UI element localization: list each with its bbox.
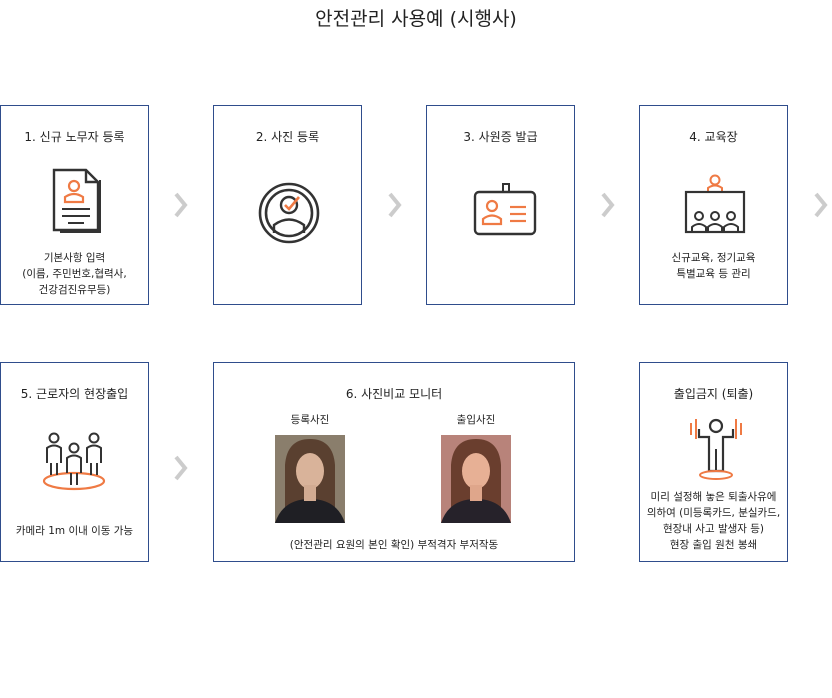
chevron-right-icon xyxy=(174,192,188,218)
registered-photo xyxy=(275,435,345,523)
step-desc-6: (안전관리 요원의 본인 확인) 부적격자 부저작동 xyxy=(289,539,499,551)
chevron-right-icon xyxy=(388,192,402,218)
step-box-5: 5. 근로자의 현장출입 카메라 1m 이내 이동 가능 xyxy=(0,362,149,562)
step-title-6: 6. 사진비교 모니터 xyxy=(345,387,443,401)
photo-registration-icon xyxy=(258,182,320,244)
classroom-icon xyxy=(684,174,746,234)
chevron-right-icon xyxy=(814,192,828,218)
entry-ban-icon xyxy=(690,418,742,480)
step-title-5: 5. 근로자의 현장출입 xyxy=(20,387,129,401)
step-box-4: 4. 교육장 신규교육, 정기교육 특별교육 등 관리 xyxy=(639,105,788,305)
step-box-6: 6. 사진비교 모니터 등록사진 출입사진 (안전관리 요원의 본인 확인) 부… xyxy=(213,362,575,562)
step-title-7: 출입금지 (퇴출) xyxy=(673,387,754,401)
step-desc-5: 카메라 1m 이내 이동 가능 xyxy=(15,525,134,537)
step-box-2: 2. 사진 등록 xyxy=(213,105,362,305)
step-box-7: 출입금지 (퇴출) 미리 설정해 놓은 퇴출사유에 의하여 (미등록카드, 분실… xyxy=(639,362,788,562)
step-box-3: 3. 사원증 발급 xyxy=(426,105,575,305)
step-title-3: 3. 사원증 발급 xyxy=(463,130,538,144)
registration-document-icon xyxy=(52,168,101,233)
chevron-right-icon xyxy=(174,455,188,481)
step-title-4: 4. 교육장 xyxy=(689,130,738,144)
entry-photo xyxy=(441,435,511,523)
step-box-1: 1. 신규 노무자 등록 기본사항 입력 (이름, 주민번호,협력사, 건강검진… xyxy=(0,105,149,305)
chevron-right-icon xyxy=(601,192,615,218)
step-desc-4: 신규교육, 정기교육 특별교육 등 관리 xyxy=(671,252,756,280)
entry-photo-label: 출입사진 xyxy=(456,414,496,426)
page-title: 안전관리 사용예 (시행사) xyxy=(315,8,517,30)
employee-id-card-icon xyxy=(473,183,537,236)
step-desc-7: 미리 설정해 놓은 퇴출사유에 의하여 (미등록카드, 분실카드, 현장내 사고… xyxy=(646,491,781,551)
step-title-1: 1. 신규 노무자 등록 xyxy=(24,130,125,144)
step-title-2: 2. 사진 등록 xyxy=(255,130,320,144)
workers-entry-icon xyxy=(42,432,106,491)
registered-photo-label: 등록사진 xyxy=(290,414,330,426)
step-desc-1: 기본사항 입력 (이름, 주민번호,협력사, 건강검진유무등) xyxy=(22,252,127,296)
